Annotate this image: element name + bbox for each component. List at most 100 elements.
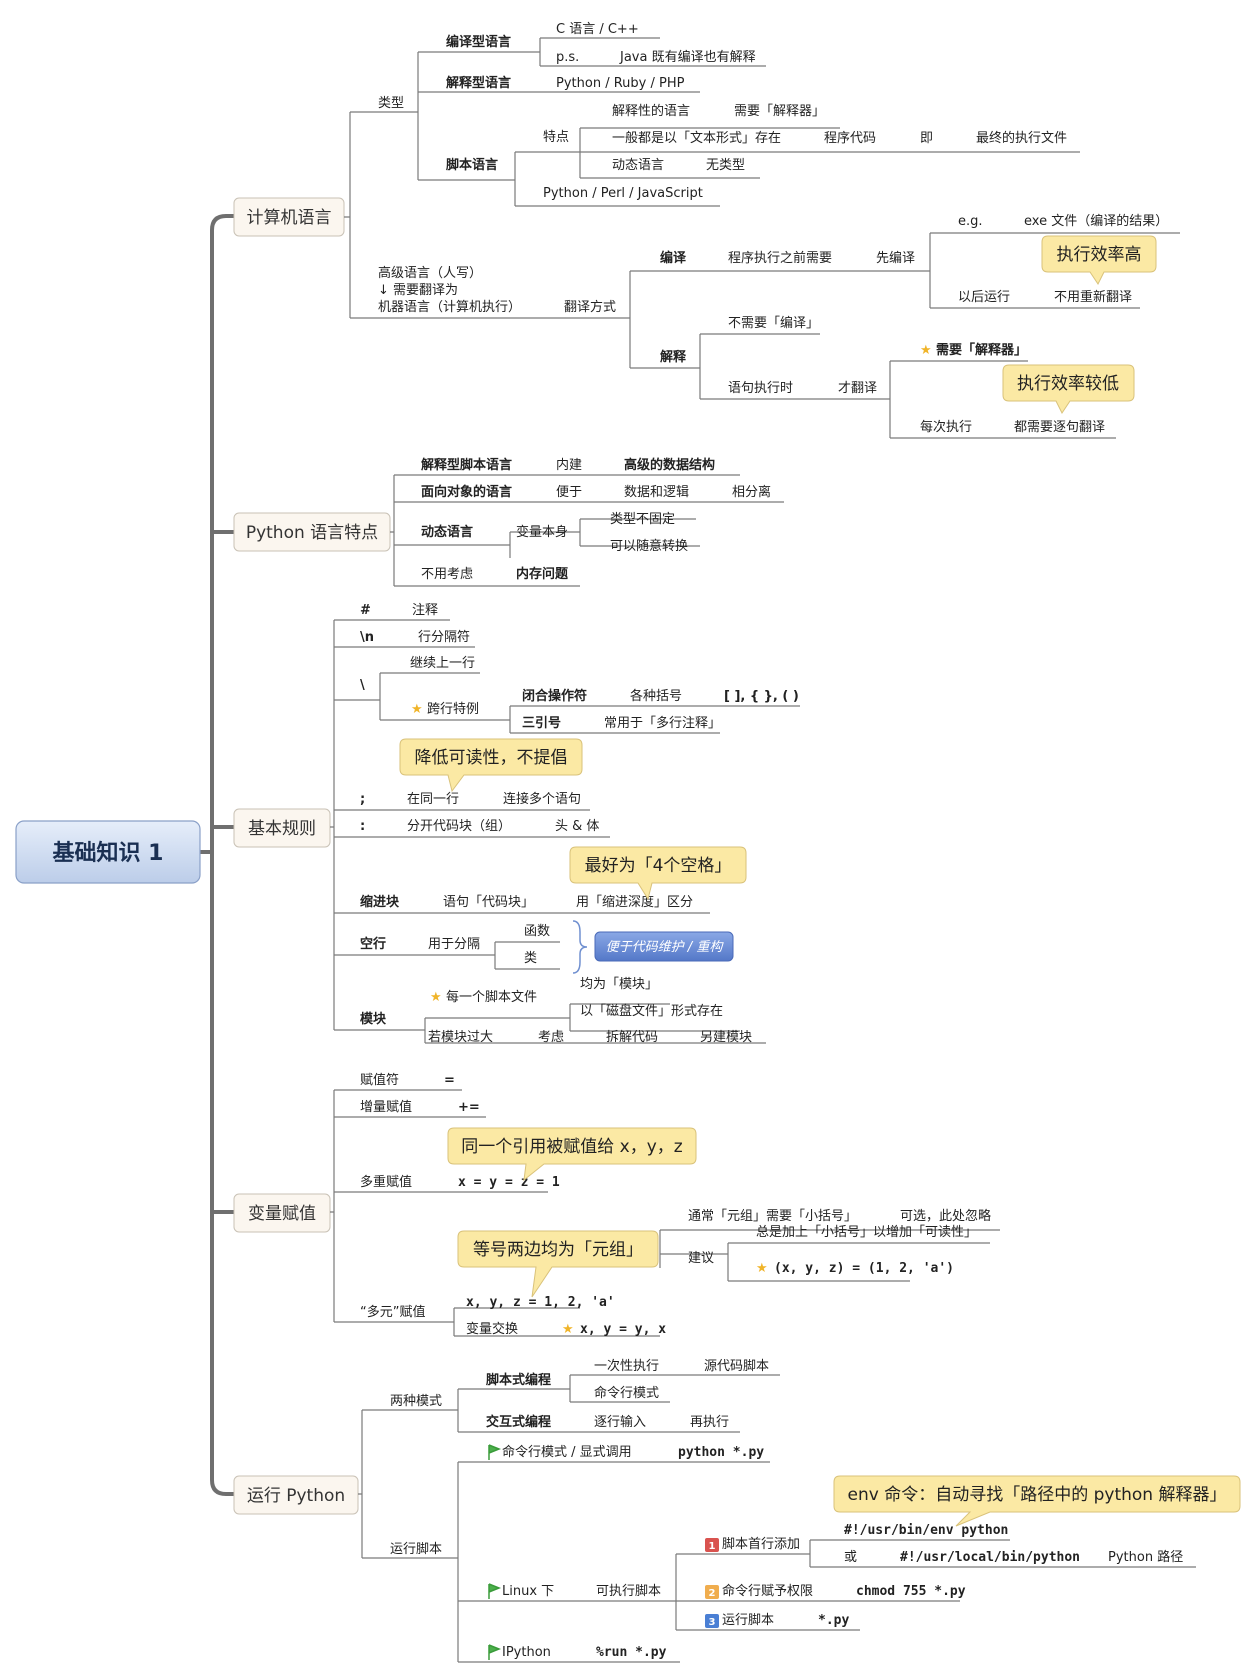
label-compiled: 编译型语言 (446, 34, 511, 50)
rule-class: 类 (524, 951, 537, 966)
rule-colon: : (360, 819, 365, 834)
multi-assign-label: 多重赋值 (360, 1174, 412, 1190)
rule-for-sep: 用于分隔 (428, 937, 480, 952)
feature-need-interpreter: 需要「解释器」 (734, 104, 825, 119)
ipython-label: IPython (502, 1645, 551, 1660)
swap-label: 变量交换 (466, 1321, 518, 1337)
rule-multiline: 常用于「多行注释」 (604, 715, 721, 731)
label-ps: p.s. (556, 50, 579, 65)
section-variable-lines (330, 1089, 1000, 1337)
aug-assign-op: += (458, 1100, 480, 1115)
rule-is-module: 均为「模块」 (580, 977, 658, 992)
category-python-features[interactable]: Python 语言特点 (233, 512, 391, 552)
svg-text:★: ★ (430, 990, 442, 1005)
no-recompile: 不用重新翻译 (1054, 289, 1132, 305)
category-run-python[interactable]: 运行 Python (233, 1475, 359, 1515)
high-level-2: ↓ 需要翻译为 (378, 283, 458, 298)
svg-text:同一个引用被赋值给 x，y，z: 同一个引用被赋值给 x，y，z (461, 1137, 683, 1157)
label-type: 类型 (378, 96, 404, 111)
section-basic-rules-lines (330, 619, 800, 1044)
section-computer-language-text: 类型 编译型语言 C 语言 / C++ p.s. Java 既有编译也有解释 解… (378, 22, 1168, 435)
feature-interp-script: 解释型脚本语言 (420, 457, 512, 473)
section-run-lines (358, 1374, 1196, 1663)
label-translation: 翻译方式 (564, 299, 616, 315)
callout-low-efficiency: 执行效率较低 (1002, 364, 1135, 414)
need-interpreter: 需要「解释器」 (936, 342, 1027, 358)
root-title: 基础知识 1 (53, 840, 164, 866)
star-icon: ★ (756, 1261, 768, 1276)
svg-text:执行效率高: 执行效率高 (1057, 245, 1142, 265)
callout-readability: 降低可读性，不提倡 (399, 738, 583, 793)
two-modes: 两种模式 (390, 1394, 442, 1409)
feature-final-exec: 最终的执行文件 (976, 130, 1067, 146)
run-once: 一次性执行 (594, 1358, 659, 1374)
rule-indent: 缩进块 (360, 894, 400, 910)
maintenance-tag-text: 便于代码维护 / 重构 (606, 940, 725, 955)
high-level-3: 机器语言（计算机执行） (378, 300, 521, 315)
assign-op: = (444, 1073, 455, 1088)
compile-first: 先编译 (876, 251, 915, 266)
assign-op-label: 赋值符 (360, 1072, 399, 1088)
label-compile: 编译 (660, 250, 687, 266)
label-interpreted: 解释型语言 (445, 75, 511, 91)
svg-text:执行效率较低: 执行效率较低 (1017, 374, 1119, 394)
at-exec: 语句执行时 (728, 381, 793, 396)
chmod-label: 命令行赋予权限 (722, 1583, 813, 1599)
aug-assign-label: 增量赋值 (360, 1099, 412, 1115)
svg-text:1: 1 (709, 1541, 716, 1552)
before-exec: 程序执行之前需要 (728, 250, 832, 266)
svg-text:★: ★ (920, 343, 932, 358)
python-path: Python 路径 (1108, 1549, 1183, 1565)
later-run: 以后运行 (958, 290, 1010, 305)
category-title: 基本规则 (248, 819, 316, 839)
rule-newline: \n (360, 630, 374, 645)
linux-label: Linux 下 (502, 1584, 554, 1599)
feature-memory: 内存问题 (516, 566, 569, 582)
run-script: 运行脚本 (390, 1541, 442, 1557)
flag-icon (488, 1583, 502, 1599)
category-basic-rules[interactable]: 基本规则 (233, 808, 331, 848)
rule-brackets: 各种括号 (630, 688, 682, 704)
maintenance-tag: 便于代码维护 / 重构 (594, 931, 734, 962)
rule-closeop: 闭合操作符 (522, 688, 587, 704)
feature-builtin: 内建 (556, 457, 582, 473)
star-icon: ★ (562, 1322, 574, 1337)
rule-hash: # (360, 603, 371, 618)
tuple-usually: 通常「元组」需要「小括号」 (688, 1209, 857, 1224)
ipython-run: %run *.py (596, 1645, 667, 1660)
root-node[interactable]: 基础知识 1 (15, 820, 201, 884)
callout-four-spaces: 最好为「4个空格」 (569, 846, 747, 901)
exec-script: 可执行脚本 (596, 1583, 661, 1599)
callout-tuple-both-sides: 等号两边均为「元组」 (457, 1230, 659, 1298)
feature-interpreted: 解释性的语言 (612, 103, 690, 119)
step-badge-2: 2 (705, 1585, 719, 1599)
svg-text:2: 2 (709, 1588, 716, 1599)
category-title: 变量赋值 (248, 1204, 316, 1224)
high-level-1: 高级语言（人写） (378, 265, 482, 281)
feature-dynamic: 动态语言 (612, 158, 664, 173)
category-computer-language[interactable]: 计算机语言 (233, 197, 345, 237)
env-shebang: #!/usr/bin/env python (844, 1523, 1008, 1538)
suggest-parens: 总是加上「小括号」以增加「可读性」 (756, 1225, 977, 1240)
category-variable-assignment[interactable]: 变量赋值 (233, 1193, 331, 1233)
line-input: 逐行输入 (594, 1414, 646, 1430)
tuple-expr: (x, y, z) = (1, 2, 'a') (774, 1261, 954, 1276)
exe-file: exe 文件（编译的结果） (1024, 213, 1168, 229)
rule-bracket-symbols: [ ], { }, ( ) (724, 689, 799, 704)
swap-expr: x, y = y, x (580, 1322, 666, 1337)
feature-no-need: 不用考虑 (421, 567, 473, 582)
each-exec: 每次执行 (920, 419, 972, 435)
svg-text:★: ★ (411, 702, 423, 717)
feature-oo: 面向对象的语言 (421, 484, 512, 500)
rule-split-block: 分开代码块（组） (407, 819, 511, 834)
label-or: 或 (844, 1550, 857, 1565)
section-computer-language-lines (344, 37, 1180, 439)
rule-triple: 三引号 (522, 716, 561, 731)
rule-semicolon: ; (360, 792, 365, 807)
script-programming: 脚本式编程 (486, 1372, 551, 1388)
python-cmd: python *.py (678, 1445, 764, 1460)
feature-dynamic: 动态语言 (421, 524, 473, 540)
rule-stmt-block: 语句「代码块」 (443, 895, 534, 910)
section-python-features-text: 解释型脚本语言 内建 高级的数据结构 面向对象的语言 便于 数据和逻辑 相分离 … (420, 457, 771, 582)
